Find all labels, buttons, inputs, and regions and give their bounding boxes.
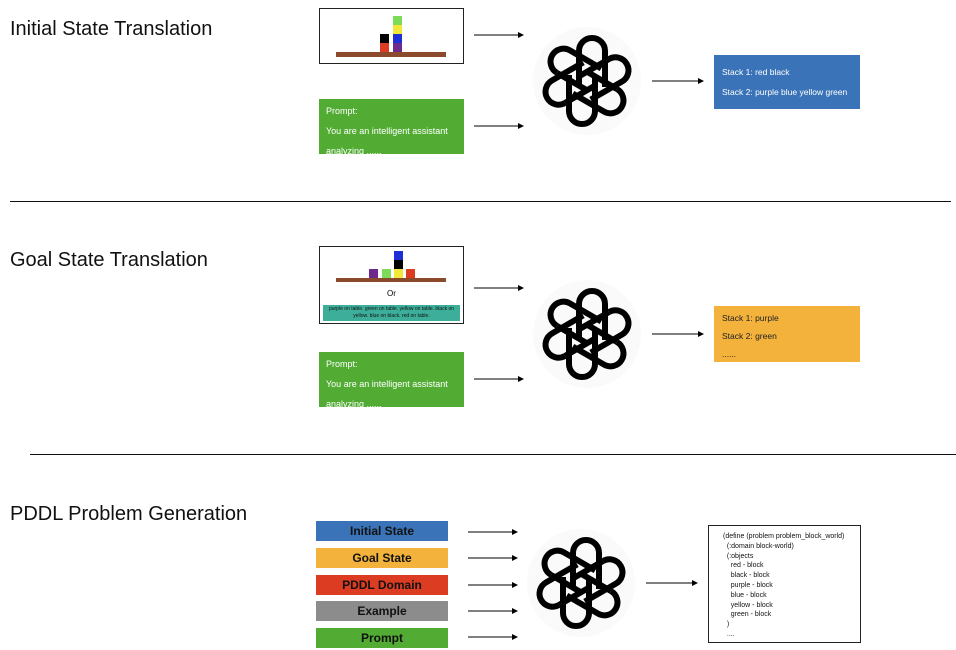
pddl-line: .... (723, 630, 735, 638)
input-goal-state: Goal State (316, 548, 448, 568)
right-arrow-icon (468, 555, 518, 561)
goal-prompt-box: Prompt: You are an intelligent assistant… (319, 352, 464, 409)
pddl-line: ) (723, 621, 730, 629)
block-purple (369, 269, 378, 278)
input-example: Example (316, 601, 448, 621)
right-arrow-icon (468, 634, 518, 640)
initial-prompt-box: Prompt: You are an intelligent assistant… (319, 99, 464, 156)
output-line: Stack 2: green (722, 331, 777, 341)
block-blue (394, 251, 403, 260)
pddl-line: (define (problem problem_block_world) (723, 533, 845, 540)
goal-output-box: Stack 1: purple Stack 2: green ...... (714, 306, 860, 362)
prompt-line: You are an intelligent assistant (326, 126, 448, 136)
input-pddl-domain: PDDL Domain (316, 575, 448, 595)
table (336, 278, 446, 282)
output-line: Stack 1: purple (722, 313, 779, 323)
right-arrow-icon (468, 608, 518, 614)
goal-blocks-drawing (336, 251, 446, 282)
block-blue (393, 34, 402, 43)
output-line: Stack 2: purple blue yellow green (722, 87, 848, 97)
openai-logo-icon (533, 280, 641, 388)
initial-blocks-image (319, 8, 464, 64)
block-green (382, 269, 391, 278)
block-purple (393, 43, 402, 52)
input-initial-state: Initial State (316, 521, 448, 541)
prompt-line: You are an intelligent assistant (326, 379, 448, 389)
right-arrow-icon (474, 32, 524, 38)
goal-description: purple on table. green on table. yellow … (323, 305, 460, 321)
goal-section-title: Goal State Translation (10, 249, 208, 271)
pddl-line: green - block (723, 611, 772, 619)
pddl-line: black - block (723, 572, 770, 580)
pddl-line: yellow - block (723, 601, 773, 609)
block-black (380, 34, 389, 43)
output-line: ...... (722, 349, 737, 359)
right-arrow-icon (468, 529, 518, 535)
pddl-line: (:domain block-world) (723, 542, 794, 550)
block-yellow (394, 269, 403, 278)
initial-output-box: Stack 1: red black Stack 2: purple blue … (714, 55, 860, 109)
table (336, 52, 446, 57)
block-red (406, 269, 415, 278)
openai-logo-icon (533, 27, 641, 135)
section-divider (30, 454, 956, 455)
input-prompt: Prompt (316, 628, 448, 648)
pddl-output-box: (define (problem problem_block_world) (:… (708, 525, 861, 643)
output-line: Stack 1: red black (722, 67, 790, 77)
right-arrow-icon (652, 78, 704, 84)
block-yellow (393, 25, 402, 34)
initial-section-title: Initial State Translation (10, 18, 213, 40)
block-red (380, 43, 389, 52)
prompt-line: Prompt: (326, 359, 358, 369)
pddl-line: red - block (723, 562, 764, 570)
block-black (394, 260, 403, 269)
right-arrow-icon (646, 580, 698, 586)
pddl-line: purple - block (723, 581, 773, 589)
prompt-line: analyzing ...... (326, 399, 382, 409)
prompt-line: Prompt: (326, 106, 358, 116)
pddl-section-title: PDDL Problem Generation (10, 503, 248, 525)
right-arrow-icon (652, 331, 704, 337)
pddl-line: blue - block (723, 591, 767, 599)
prompt-line: analyzing ...... (326, 146, 382, 156)
right-arrow-icon (474, 285, 524, 291)
pddl-line: (:objects (723, 552, 754, 560)
right-arrow-icon (468, 582, 518, 588)
initial-blocks-drawing (336, 16, 446, 57)
right-arrow-icon (474, 376, 524, 382)
openai-logo-icon (527, 529, 635, 637)
or-label: Or (387, 289, 396, 298)
section-divider (10, 201, 951, 202)
block-green (393, 16, 402, 25)
goal-blocks-image: Or purple on table. green on table. yell… (319, 246, 464, 324)
right-arrow-icon (474, 123, 524, 129)
